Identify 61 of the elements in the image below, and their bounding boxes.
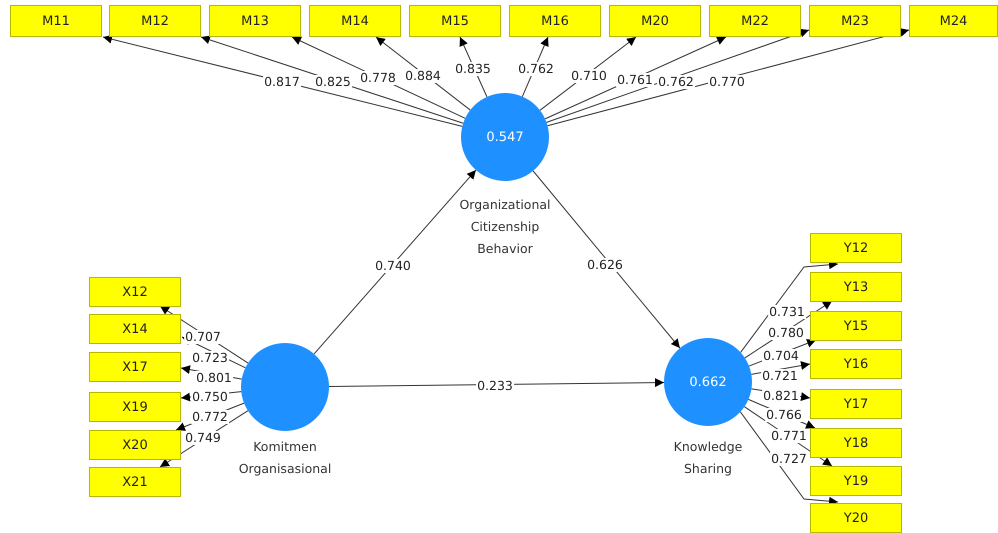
construct-label: Komitmen Organisasional [238,438,332,478]
indicator-box: X21 [89,467,181,497]
latent-variable-circle: 0.662 [664,338,752,426]
edge-label: 0.704 [762,349,800,363]
edge-label: 0.762 [517,62,555,76]
arrow [740,411,838,506]
edge-label: 0.740 [374,259,412,273]
indicator-box: M24 [909,5,998,37]
edge-label: 0.762 [657,75,695,89]
edge-label: 0.766 [765,408,803,422]
indicator-box: Y12 [810,233,902,263]
indicator-box: M16 [509,5,601,37]
indicator-box: Y13 [810,272,902,302]
edge-label: 0.731 [768,305,806,319]
edge-label: 0.772 [191,410,229,424]
indicator-box: M20 [609,5,701,37]
arrow [532,170,680,349]
indicator-box: Y17 [810,389,902,419]
indicator-box: Y18 [810,428,902,458]
edge-label: 0.626 [586,258,624,272]
arrow [328,378,664,388]
edge-label: 0.750 [191,390,229,404]
edge-label: 0.723 [191,351,229,365]
indicator-box: Y16 [810,349,902,379]
edge-label: 0.770 [708,75,746,89]
edge-label: 0.721 [761,369,799,383]
edge-label: 0.761 [616,73,654,87]
indicator-box: M11 [10,5,102,37]
indicator-box: M23 [809,5,901,37]
edge-label: 0.710 [570,69,608,83]
edge-label: 0.778 [359,71,397,85]
edge-label: 0.233 [476,379,514,393]
indicator-box: M12 [109,5,201,37]
edge-label: 0.771 [770,429,808,443]
indicator-box: Y20 [810,503,902,533]
indicator-box: X20 [89,430,181,460]
indicator-box: M14 [309,5,401,37]
edge-label: 0.884 [404,69,442,83]
indicator-box: X14 [89,314,181,344]
arrow [314,170,476,354]
edge-label: 0.727 [770,452,808,466]
indicator-box: X12 [89,277,181,307]
construct-label: Knowledge Sharing [672,438,744,478]
edge-label: 0.821 [762,389,800,403]
edge-label: 0.707 [184,330,222,344]
indicator-box: Y15 [810,311,902,341]
indicator-box: M22 [709,5,801,37]
indicator-box: M13 [209,5,301,37]
construct-label: Organizational Citizenship Behavior [458,196,552,258]
indicator-box: Y19 [810,466,902,496]
edge-label: 0.801 [195,371,233,385]
edge-label: 0.817 [263,75,301,89]
edge-label: 0.749 [184,431,222,445]
edge-label: 0.835 [454,62,492,76]
edge-label: 0.825 [314,75,352,89]
indicator-box: X19 [89,392,181,422]
indicator-box: X17 [89,352,181,382]
latent-variable-circle: 0.547 [461,93,549,181]
arrow [102,34,463,127]
edge-label: 0.780 [767,326,805,340]
indicator-box: M15 [409,5,501,37]
